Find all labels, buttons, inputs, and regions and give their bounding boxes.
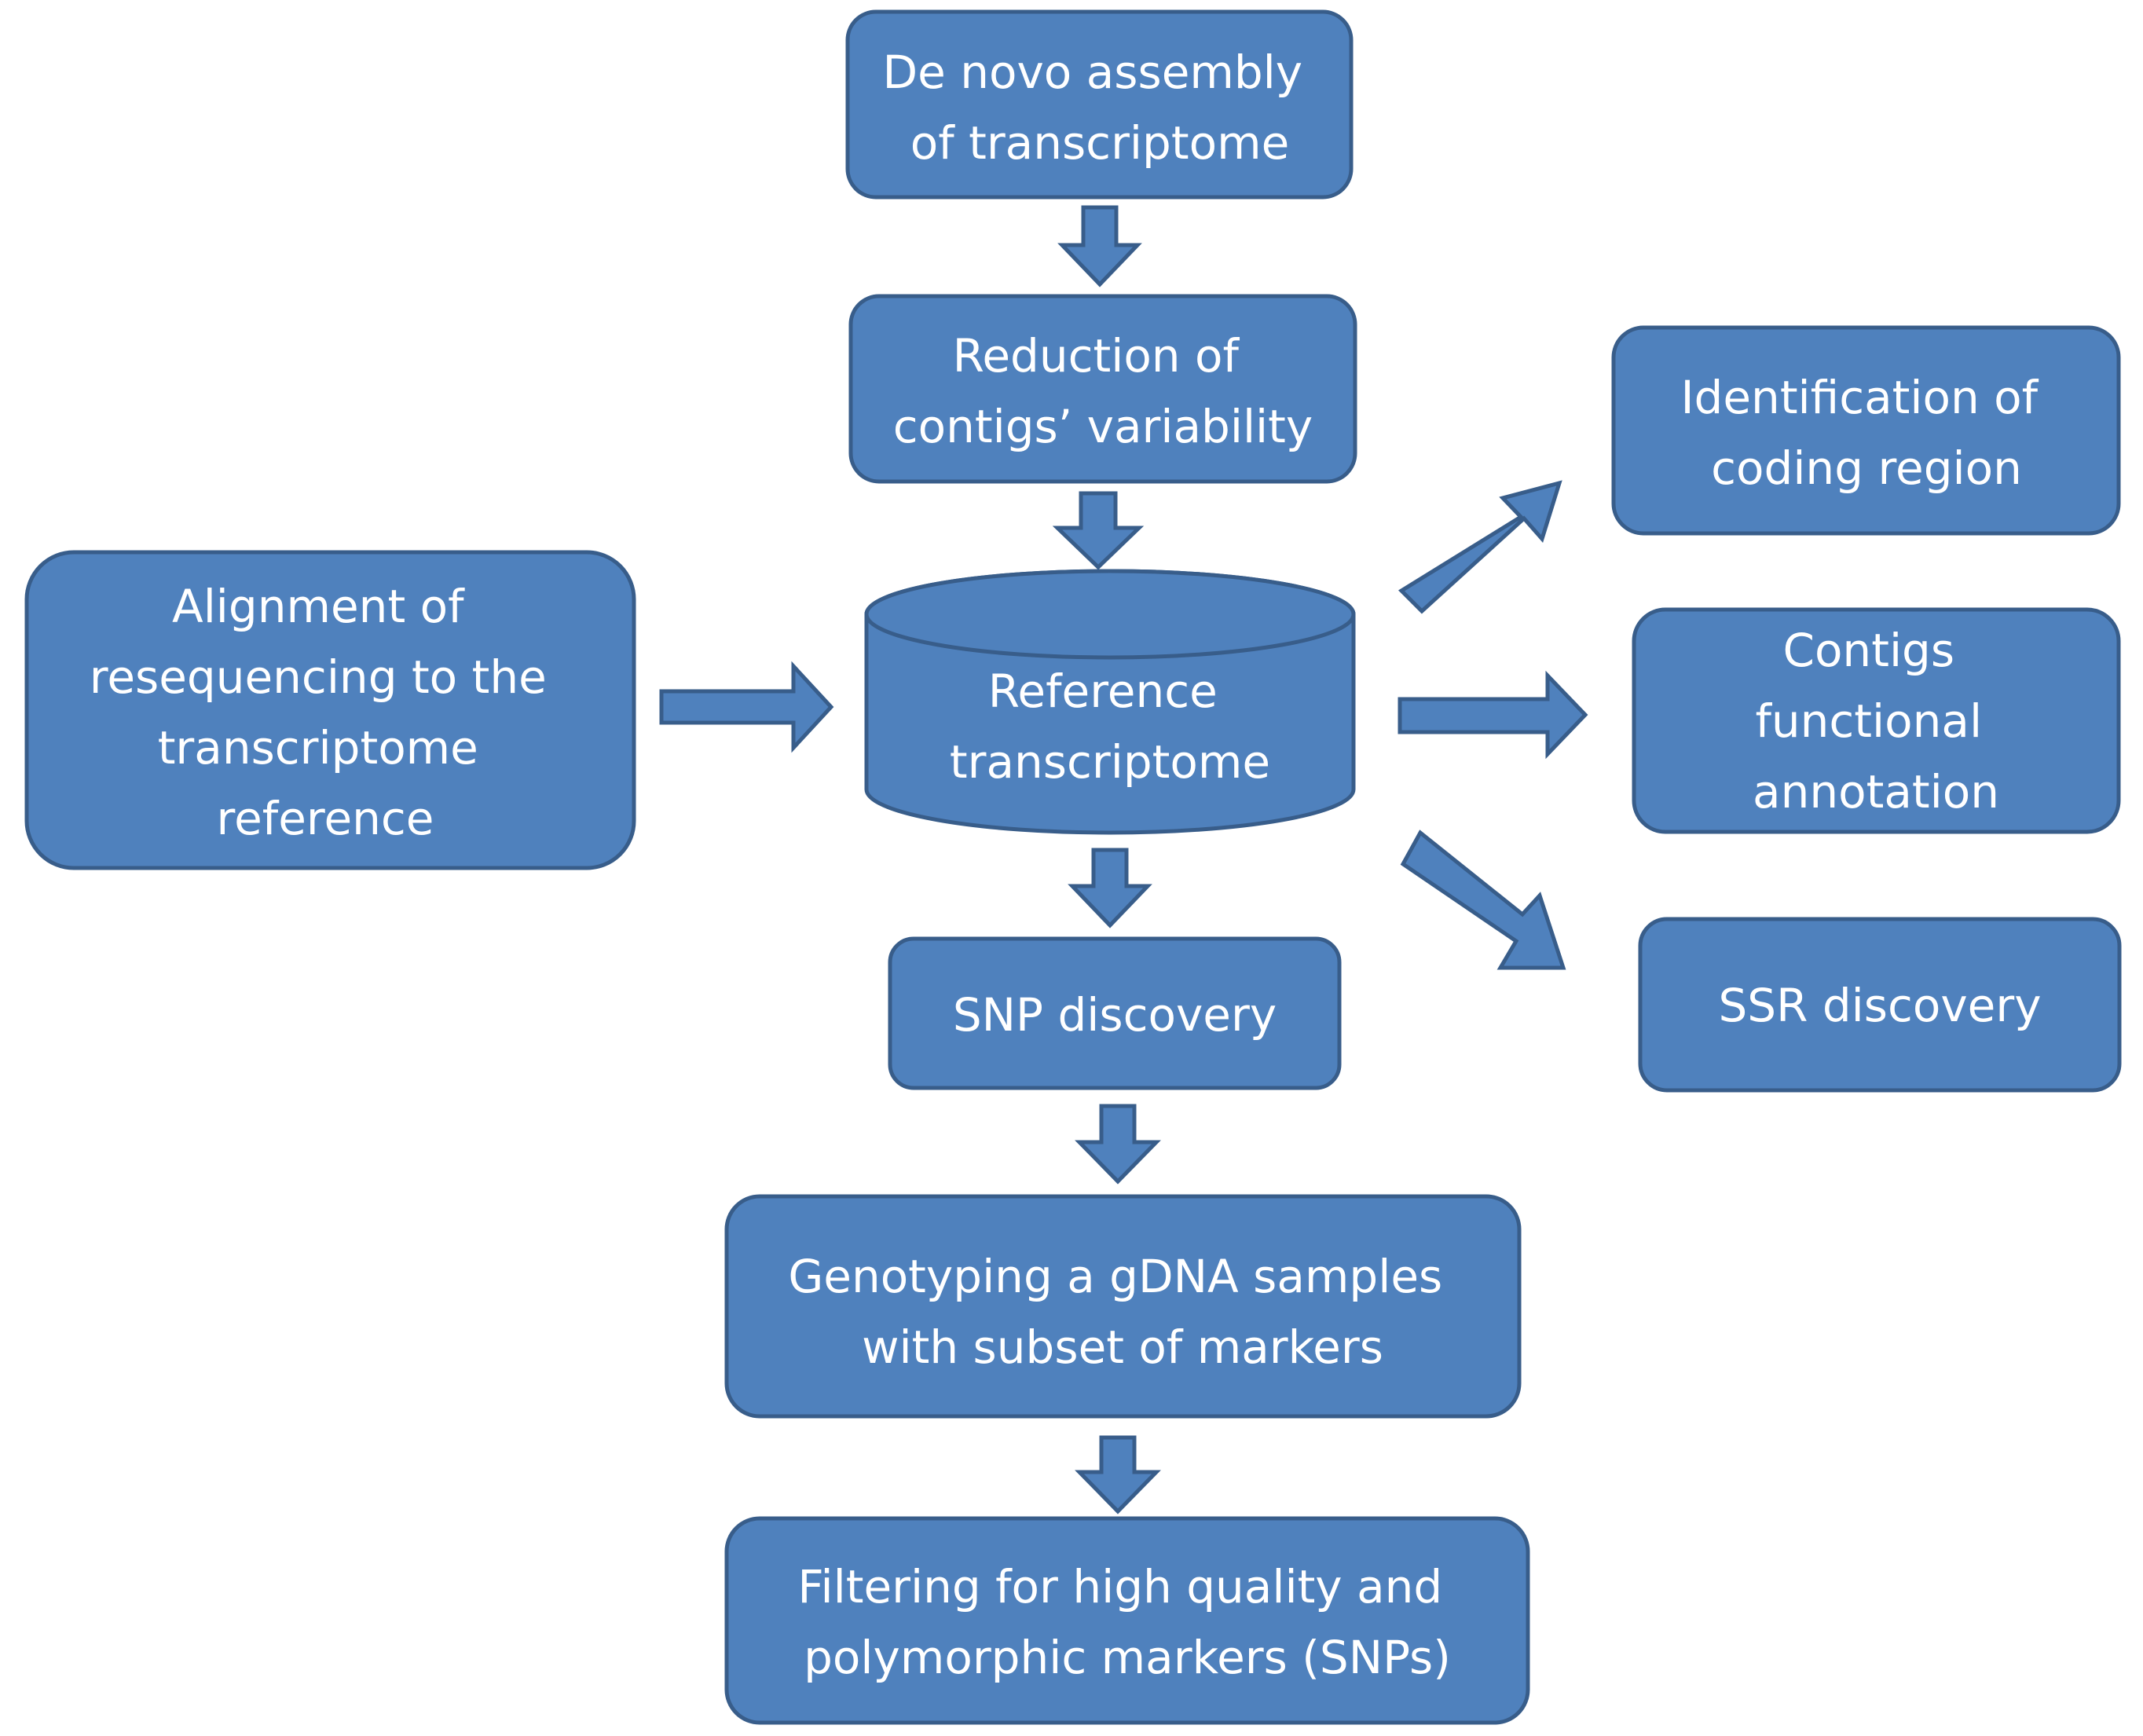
label-line: transcriptome xyxy=(158,721,478,775)
label-de-novo: De novo assembly of transcriptome xyxy=(882,46,1317,170)
label-line: of transcriptome xyxy=(910,116,1290,170)
arrow-snp-to-genotyping xyxy=(1075,1104,1161,1185)
label-line: reference xyxy=(217,792,434,845)
arrow-reference-to-snp xyxy=(1068,848,1152,928)
node-genotyping-gdna xyxy=(724,1194,1522,1419)
label-genotyping: Genotyping a gDNA samples with subset of… xyxy=(788,1250,1456,1374)
label-line: De novo assembly xyxy=(882,46,1302,99)
label-line: resequencing to the xyxy=(90,650,547,704)
label-line: Reduction of xyxy=(953,329,1240,383)
label-line: SNP discovery xyxy=(953,988,1277,1042)
label-functional: Contigs functional annotation xyxy=(1753,624,1999,819)
node-contigs-functional-annotation xyxy=(1632,607,2121,834)
label-line: Contigs xyxy=(1782,624,1954,677)
node-filtering-markers xyxy=(724,1516,1530,1725)
label-line: Genotyping a gDNA samples xyxy=(788,1250,1442,1303)
label-line: Filtering for high quality and xyxy=(797,1560,1442,1613)
node-identification-coding-region xyxy=(1611,325,2121,536)
node-alignment-resequencing xyxy=(24,550,636,870)
arrow-alignment-to-reference xyxy=(659,661,834,753)
node-reduction-variability xyxy=(848,294,1357,484)
arrow-reference-to-ssr xyxy=(1400,830,1566,970)
label-alignment: Alignment of resequencing to the transcr… xyxy=(90,580,561,845)
label-line: Alignment of xyxy=(172,580,465,633)
arrow-reference-to-identification xyxy=(1398,480,1562,614)
label-line: coding region xyxy=(1711,441,2022,495)
arrow-denovo-to-reduction xyxy=(1057,205,1142,288)
node-ssr-discovery xyxy=(1638,917,2122,1093)
label-reference: Reference transcriptome xyxy=(950,665,1270,789)
arrow-genotyping-to-filtering xyxy=(1075,1435,1161,1514)
node-reference-transcriptome xyxy=(864,569,1356,835)
label-filtering: Filtering for high quality and polymorph… xyxy=(797,1560,1456,1684)
label-line: polymorphic markers (SNPs) xyxy=(804,1631,1451,1684)
node-snp-discovery xyxy=(888,936,1342,1090)
label-snp: SNP discovery xyxy=(953,988,1277,1042)
label-line: annotation xyxy=(1753,765,1999,819)
node-de-novo-assembly xyxy=(845,9,1354,200)
arrow-reference-to-functional xyxy=(1398,670,1588,760)
label-line: contigs’ variability xyxy=(893,400,1313,453)
label-line: functional xyxy=(1755,694,1982,748)
label-line: Identification of xyxy=(1680,371,2039,424)
label-reduction: Reduction of contigs’ variability xyxy=(893,329,1313,453)
label-line: with subset of markers xyxy=(862,1320,1383,1374)
arrow-reduction-to-reference xyxy=(1052,491,1145,570)
label-line: SSR discovery xyxy=(1718,979,2041,1032)
label-ssr: SSR discovery xyxy=(1718,979,2041,1032)
label-identification: Identification of coding region xyxy=(1680,371,2052,495)
label-line: Reference xyxy=(988,665,1218,718)
label-line: transcriptome xyxy=(950,735,1270,789)
